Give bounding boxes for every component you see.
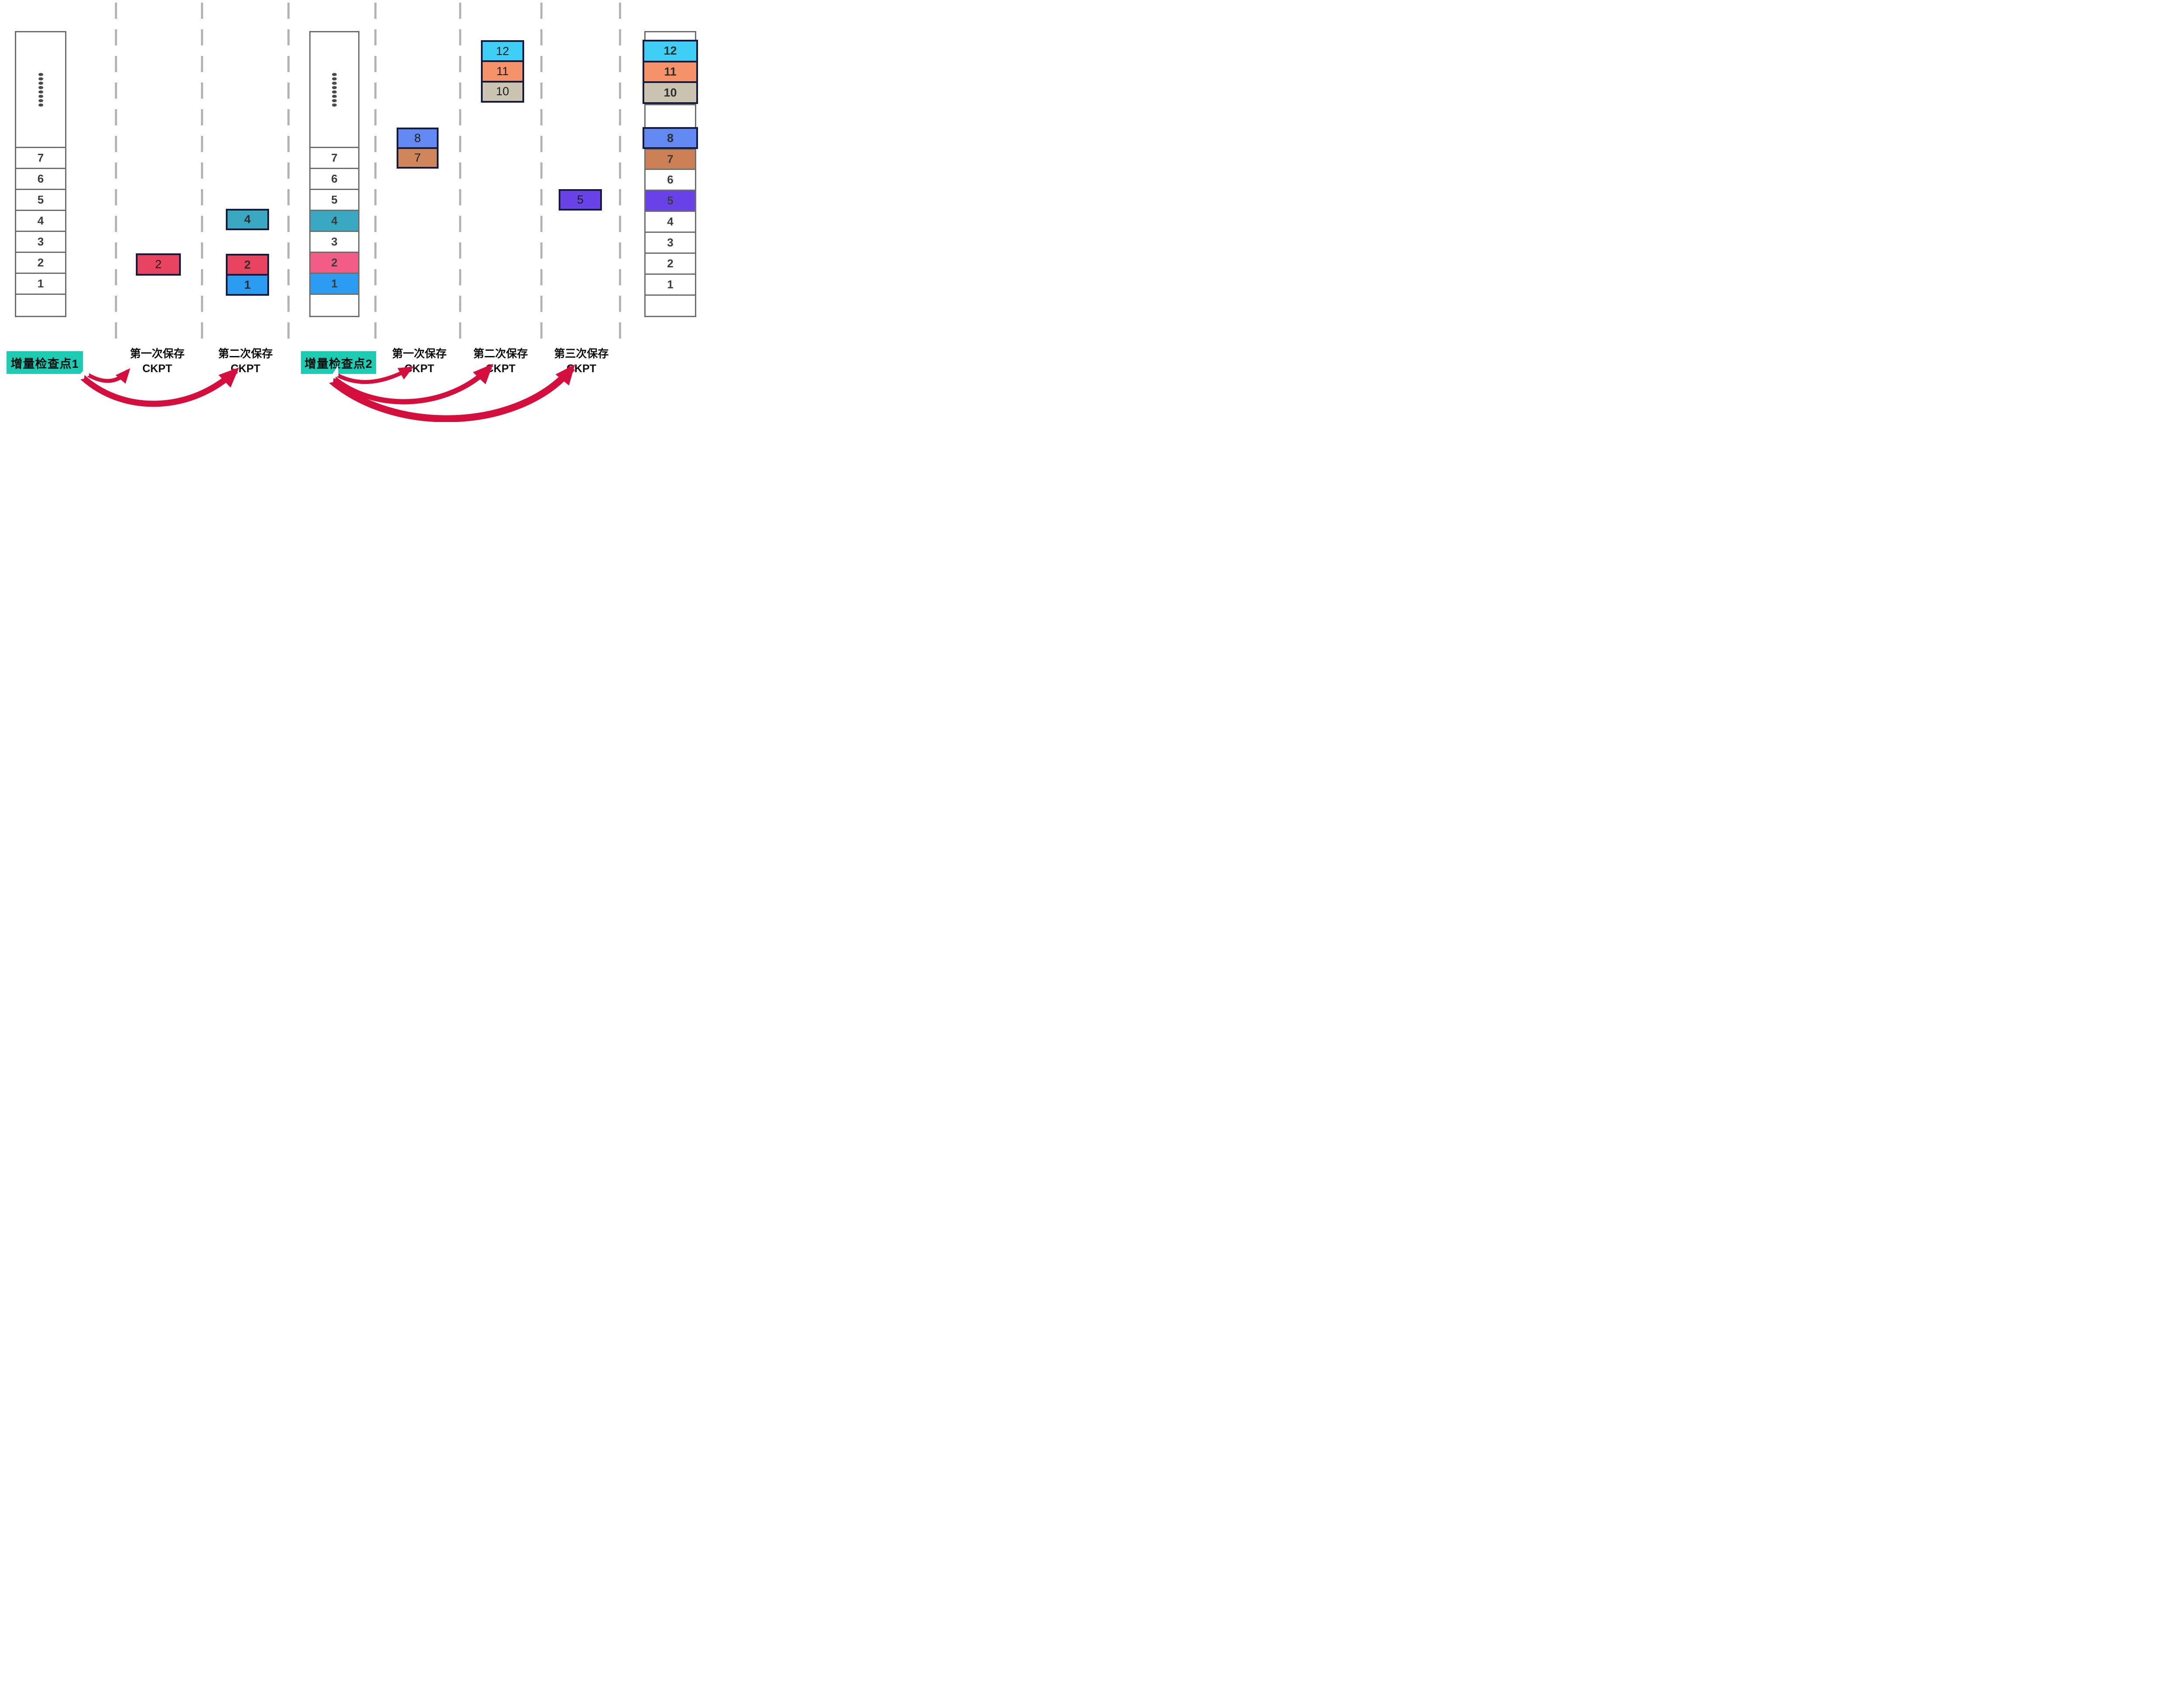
stack-cell: 1 (311, 273, 358, 294)
save-label-line1: 第二次保存 (473, 348, 528, 360)
stack-cell-top-sliver (646, 32, 695, 40)
saved-page: 10 (644, 81, 696, 103)
stack-cell: 4 (311, 210, 358, 231)
saved-page: 1 (228, 274, 267, 294)
save-label-line2: CKPT (566, 362, 597, 375)
stack-cell: 5 (16, 189, 65, 210)
dashed-separator (374, 3, 377, 345)
first-save-ckpt1-label: 第一次保存 CKPT (109, 347, 205, 377)
save-label-line2: CKPT (142, 362, 173, 375)
stack-cell: 6 (311, 168, 358, 189)
saved-block-first-save-ckpt2: 8 7 (397, 128, 439, 169)
dashed-separator (201, 3, 203, 345)
stack-cell: 2 (311, 252, 358, 273)
saved-block-third-save-ckpt2: 5 (559, 189, 602, 211)
checkpoint2-label: 增量检查点2 (301, 351, 376, 374)
save-label-line1: 第三次保存 (554, 348, 609, 360)
saved-page: 7 (398, 147, 437, 167)
saved-block-first-save-ckpt1: 2 (136, 253, 181, 276)
stack-cell: 7 (646, 149, 695, 169)
stack-cell: 1 (646, 273, 695, 294)
stack-cell: 2 (16, 252, 65, 273)
checkpoint2-stack: 7 6 5 4 3 2 1 (309, 31, 359, 317)
stack-cell: 2 (646, 252, 695, 273)
second-save-ckpt1-label: 第二次保存 CKPT (197, 347, 294, 377)
dashed-separator (540, 3, 543, 345)
save-label-line1: 第一次保存 (130, 348, 185, 360)
saved-page: 2 (228, 256, 267, 274)
dashed-separator (459, 3, 461, 345)
saved-block-second-save-ckpt1-bottom: 2 1 (226, 254, 269, 296)
checkpoint3-overlay-12-11-10: 12 11 10 (643, 40, 698, 104)
saved-page: 12 (644, 41, 696, 61)
stack-cell: 1 (16, 273, 65, 294)
stack-cell: 3 (311, 231, 358, 252)
stack-cell-empty (16, 294, 65, 316)
saved-page: 12 (483, 42, 522, 61)
incremental-checkpoint-diagram: 7 6 5 4 3 2 1 7 6 5 4 3 2 1 7 6 5 4 3 2 (0, 0, 715, 422)
saved-page: 11 (483, 60, 522, 81)
ellipsis-dots (16, 32, 65, 147)
dashed-separator (619, 3, 621, 345)
stack-cell: 4 (646, 211, 695, 232)
saved-page: 4 (228, 211, 267, 228)
save-label-line1: 第一次保存 (392, 348, 447, 360)
saved-page: 2 (138, 255, 179, 274)
stack-cell: 7 (311, 147, 358, 168)
stack-cell: 4 (16, 210, 65, 231)
saved-block-second-save-ckpt2: 12 11 10 (481, 40, 524, 103)
saved-page: 10 (483, 80, 522, 101)
checkpoint1-label: 增量检查点1 (7, 351, 83, 374)
stack-cell: 5 (646, 190, 695, 211)
checkpoint3-overlay-8: 8 (643, 127, 698, 149)
third-save-ckpt2-label: 第三次保存 CKPT (533, 347, 629, 377)
stack-cell: 7 (16, 147, 65, 168)
saved-page: 11 (644, 60, 696, 82)
saved-page: 8 (644, 129, 696, 147)
stack-cell: 3 (16, 231, 65, 252)
stack-cell: 6 (16, 168, 65, 189)
saved-page: 8 (398, 129, 437, 147)
dashed-separator (115, 3, 117, 345)
stack-cell-empty (646, 294, 695, 316)
saved-block-second-save-ckpt1-top: 4 (226, 209, 269, 230)
stack-cell: 3 (646, 232, 695, 252)
ellipsis-dots (311, 32, 358, 147)
save-label-line2: CKPT (230, 362, 261, 375)
checkpoint1-stack: 7 6 5 4 3 2 1 (15, 31, 66, 317)
stack-cell: 6 (646, 169, 695, 190)
dashed-separator (287, 3, 290, 345)
stack-cell: 5 (311, 189, 358, 210)
stack-cell-empty (311, 294, 358, 316)
stack-cell-empty (646, 104, 695, 127)
save-label-line1: 第二次保存 (218, 348, 273, 360)
saved-page: 5 (560, 191, 600, 209)
